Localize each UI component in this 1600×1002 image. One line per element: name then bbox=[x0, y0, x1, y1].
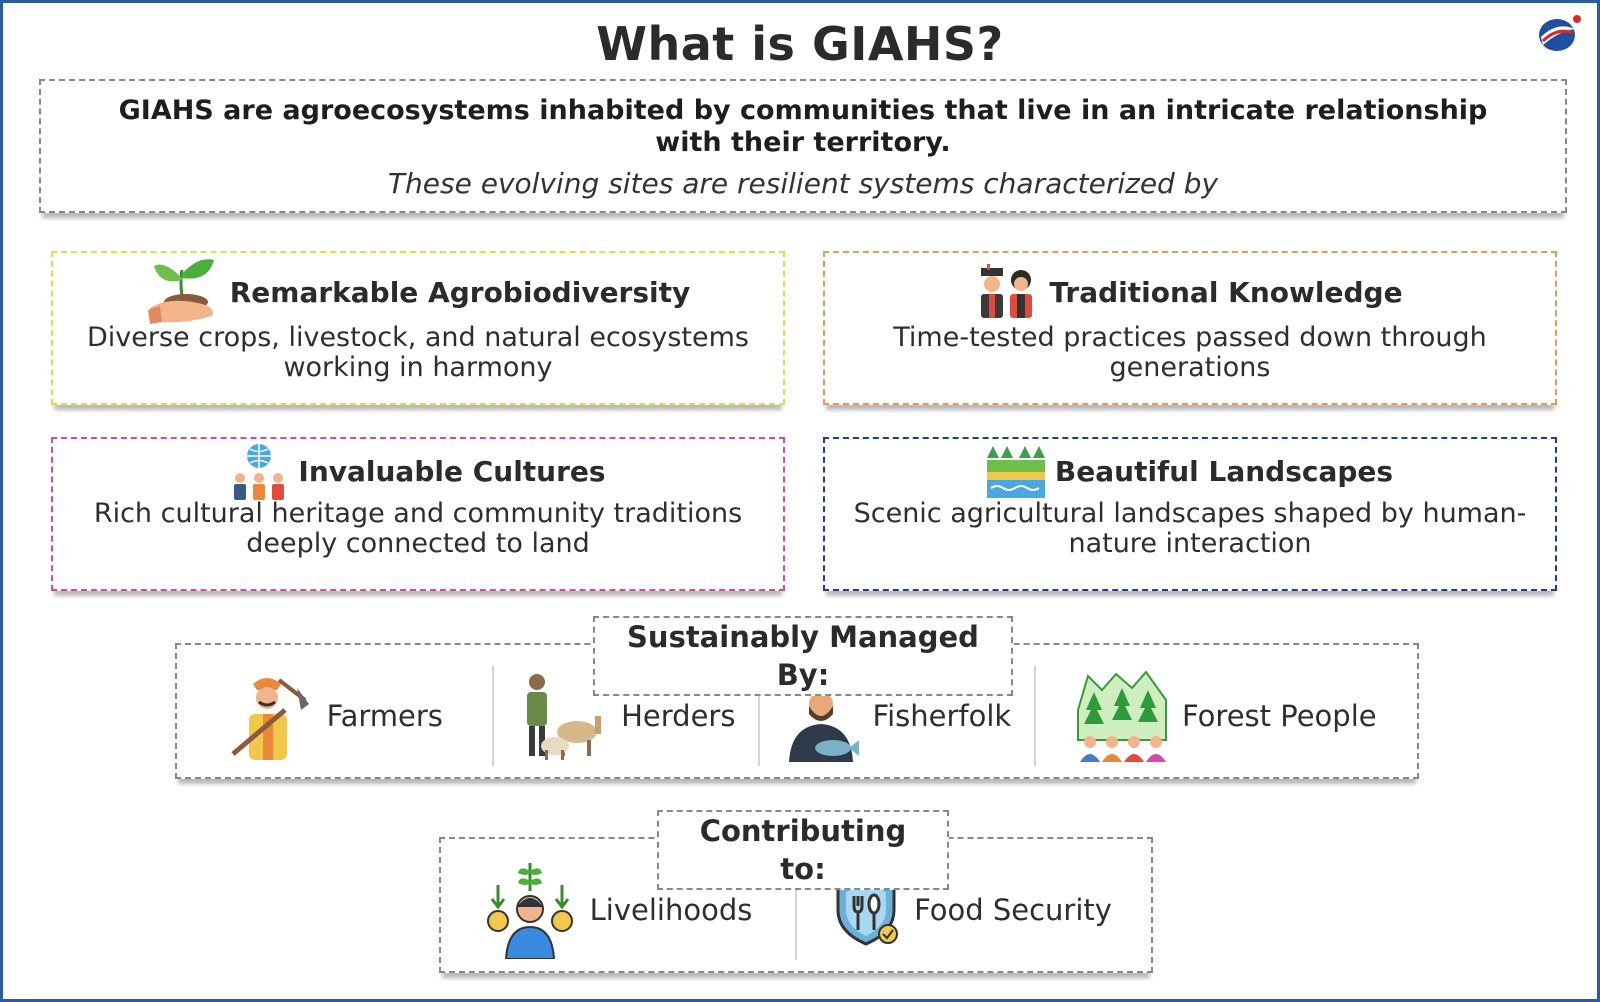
feature-card-agrobiodiversity: Remarkable Agrobiodiversity Diverse crop… bbox=[51, 251, 785, 405]
managed-item-label: Herders bbox=[621, 699, 736, 733]
herder-icon bbox=[527, 674, 602, 760]
contributing-item-label: Food Security bbox=[914, 893, 1112, 927]
contributing-item-label: Livelihoods bbox=[589, 893, 753, 927]
feature-title: Traditional Knowledge bbox=[1049, 275, 1403, 309]
contributing-item-food-security: Food Security bbox=[797, 860, 1151, 960]
forest-people-icon bbox=[1077, 670, 1168, 762]
divider bbox=[1033, 666, 1036, 766]
feature-card-traditional-knowledge: Traditional Knowledge Time-tested practi… bbox=[823, 251, 1557, 405]
livelihood-icon bbox=[486, 863, 573, 959]
managed-item-label: Farmers bbox=[326, 699, 443, 733]
feature-title: Invaluable Cultures bbox=[298, 454, 606, 488]
food-security-shield-icon bbox=[836, 874, 899, 946]
farmer-icon bbox=[230, 678, 309, 760]
page-title: What is GIAHS? bbox=[596, 17, 1004, 71]
contributing-label: Contributing to: bbox=[657, 810, 949, 890]
seedling-hand-icon bbox=[147, 259, 214, 324]
landscape-icon bbox=[986, 446, 1045, 498]
contributing-item-livelihoods: Livelihoods bbox=[441, 860, 795, 960]
managed-item-label: Forest People bbox=[1182, 699, 1377, 733]
feature-card-invaluable-cultures: Invaluable Cultures Rich cultural herita… bbox=[51, 437, 785, 591]
feature-title: Beautiful Landscapes bbox=[1054, 454, 1394, 488]
managed-item-label: Fisherfolk bbox=[872, 699, 1012, 733]
globe-people-icon bbox=[234, 444, 285, 500]
feature-description: Rich cultural heritage and community tra… bbox=[93, 498, 743, 559]
intro-subtext: These evolving sites are resilient syste… bbox=[387, 167, 1219, 200]
managed-item-farmers: Farmers bbox=[177, 666, 492, 766]
intro-box: GIAHS are agroecosystems inhabited by co… bbox=[39, 79, 1567, 213]
feature-description: Diverse crops, livestock, and natural ec… bbox=[86, 322, 749, 383]
divider bbox=[758, 666, 761, 766]
tribal-couple-icon bbox=[981, 264, 1033, 318]
feature-title: Remarkable Agrobiodiversity bbox=[229, 275, 691, 309]
divider bbox=[795, 860, 797, 960]
feature-card-beautiful-landscapes: Beautiful Landscapes Scenic agricultural… bbox=[823, 437, 1557, 591]
managed-item-forest-people: Forest People bbox=[1036, 666, 1417, 766]
feature-description: Scenic agricultural landscapes shaped by… bbox=[853, 498, 1527, 559]
managed-by-label: Sustainably Managed By: bbox=[593, 616, 1013, 696]
feature-description: Time-tested practices passed down throug… bbox=[893, 322, 1487, 383]
managed-item-herders: Herders bbox=[494, 666, 758, 766]
divider bbox=[492, 666, 495, 766]
brand-logo-icon bbox=[1539, 15, 1581, 51]
intro-statement: GIAHS are agroecosystems inhabited by co… bbox=[118, 95, 1488, 158]
